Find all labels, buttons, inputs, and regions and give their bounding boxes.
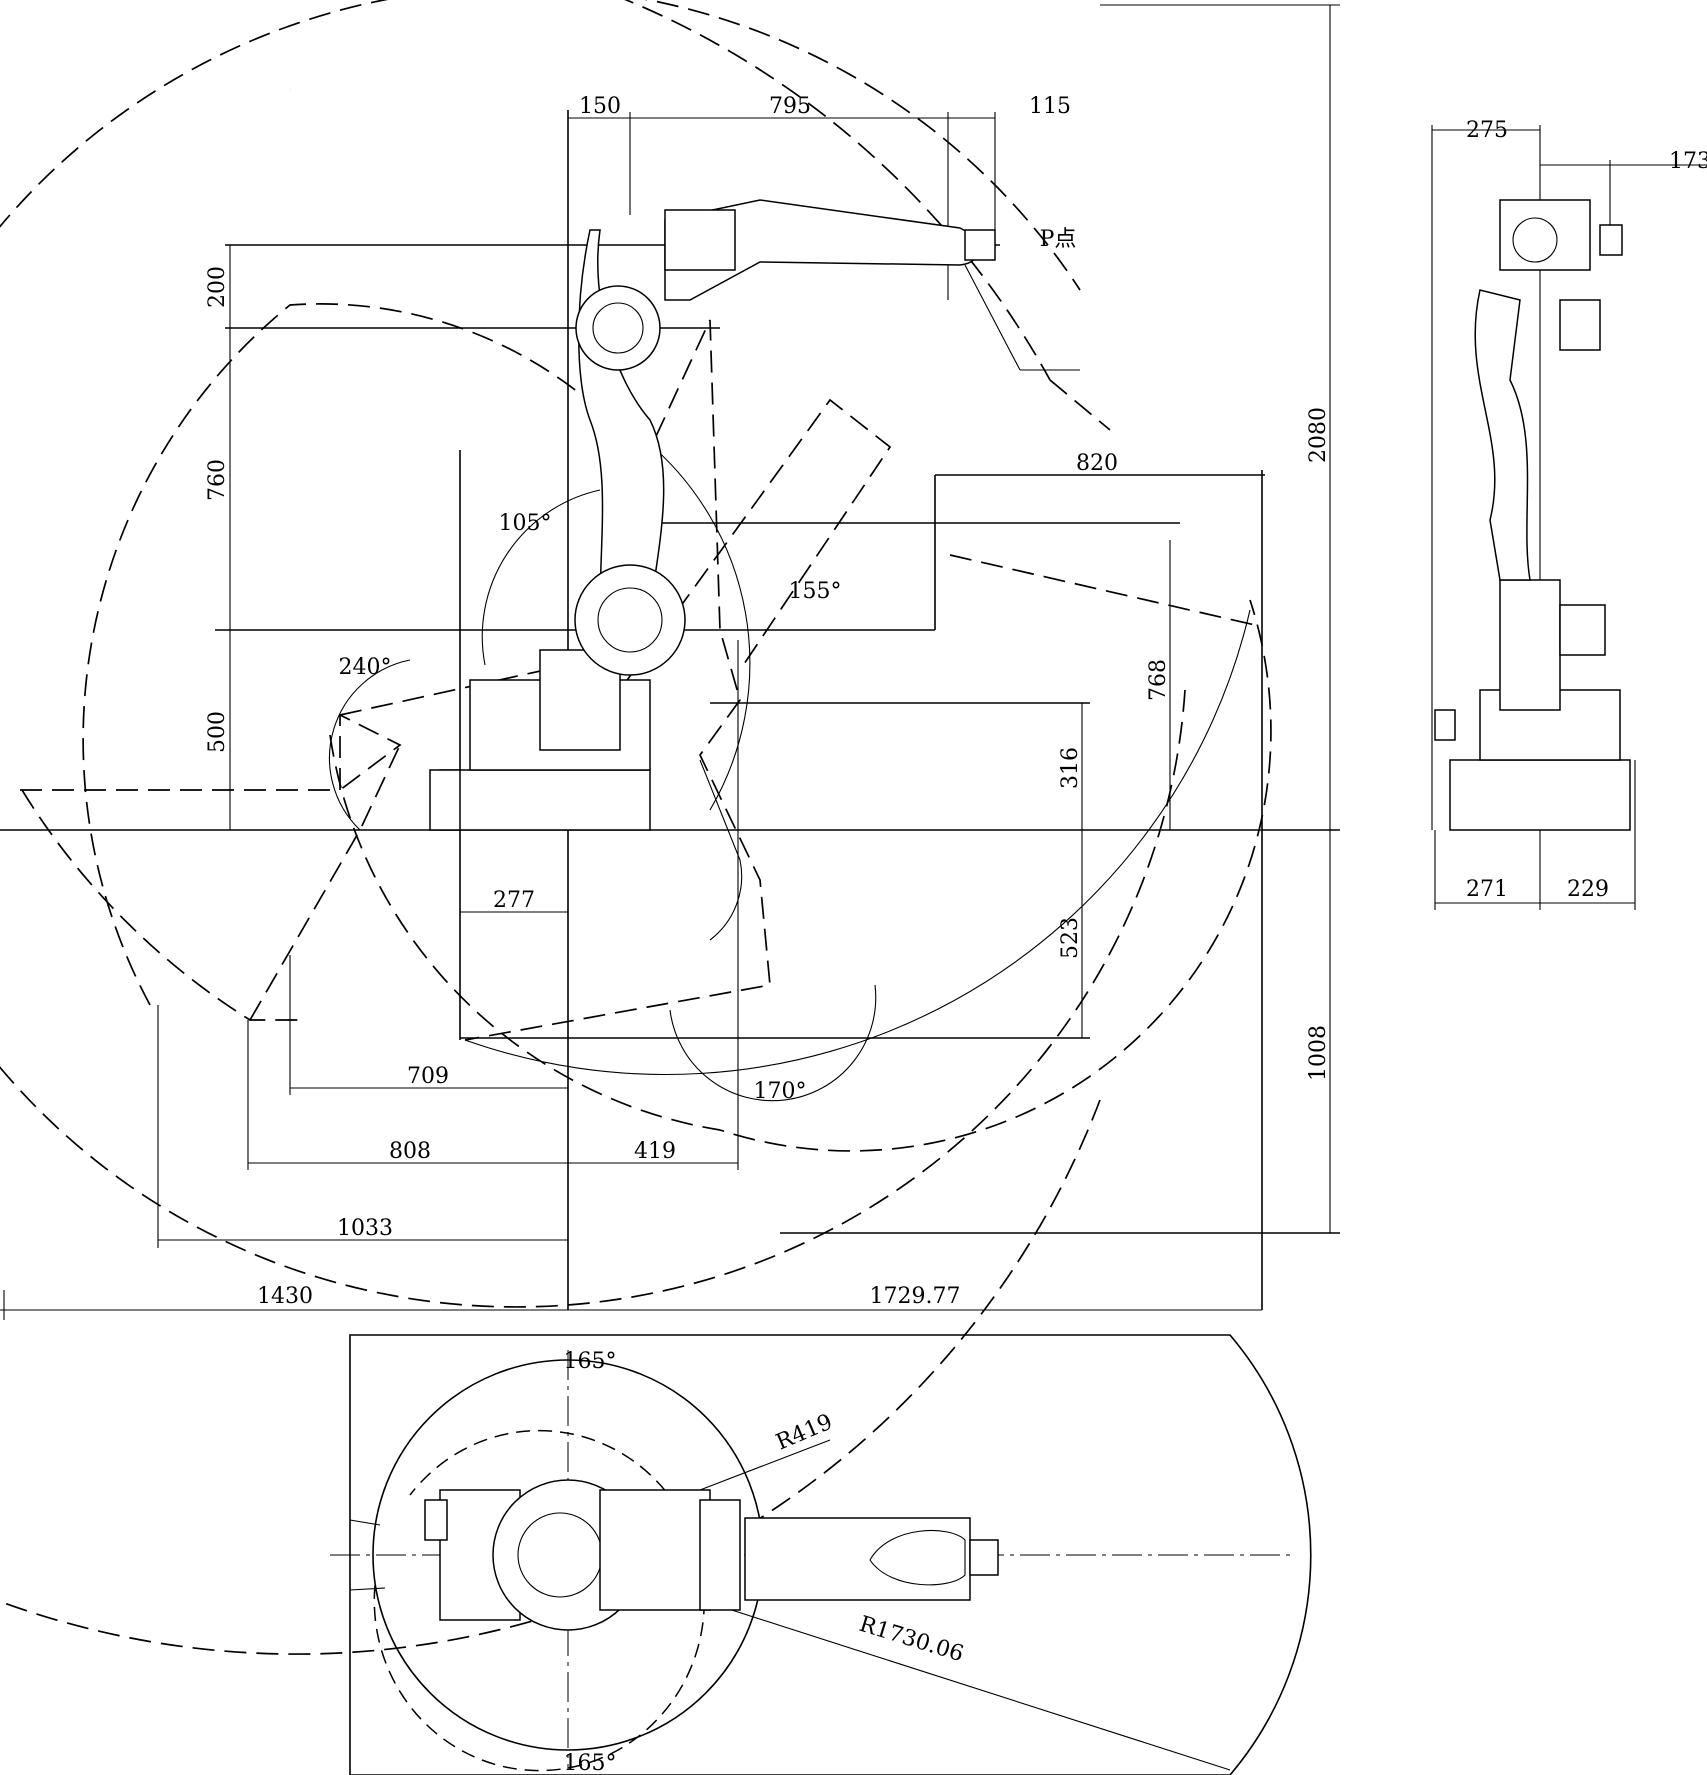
base-plate xyxy=(439,769,651,831)
reverse-envelope xyxy=(249,669,546,1021)
end-wrist xyxy=(1499,199,1591,271)
lower-sweep-arc xyxy=(464,609,1251,1076)
inner-dashed-boundary xyxy=(82,303,631,1006)
dim-760: 760 xyxy=(205,459,230,501)
outer-envelope-arc xyxy=(0,0,1186,1308)
bottom-horizontal-dimensions: 277 709 808 419 1033 1430 1729.77 xyxy=(0,640,1262,1320)
j3-joint xyxy=(575,285,661,371)
j2-forward-arc xyxy=(644,439,751,811)
dim-500: 500 xyxy=(205,711,230,753)
dim-229: 229 xyxy=(1567,877,1609,902)
dim-1008: 1008 xyxy=(1306,1025,1331,1081)
j5-arc xyxy=(669,984,877,1102)
dim-2080: 2080 xyxy=(1306,407,1331,463)
r419-leader xyxy=(699,1439,831,1491)
dim-200: 200 xyxy=(205,266,230,308)
dim-115: 115 xyxy=(1029,94,1071,119)
end-arm xyxy=(1474,289,1531,581)
lower-arc-envelope xyxy=(329,599,1272,1152)
robot-top-silhouette xyxy=(424,1479,999,1631)
lower-envelope xyxy=(20,713,402,1021)
top-j1-range-arc xyxy=(373,1429,706,1772)
dim-523: 523 xyxy=(1058,917,1083,959)
base-connector xyxy=(429,769,461,831)
angle-170: 170° xyxy=(754,1079,807,1104)
end-view: 275 173 271 229 xyxy=(1431,118,1707,910)
dim-1430: 1430 xyxy=(257,1284,313,1309)
end-connector xyxy=(1434,709,1456,741)
angle-105: 105° xyxy=(499,511,552,536)
dim-1033: 1033 xyxy=(337,1216,393,1241)
dim-768: 768 xyxy=(1146,659,1171,701)
right-envelope xyxy=(949,554,1256,626)
top-view-frame xyxy=(349,1334,1312,1775)
robot-side-silhouette xyxy=(429,199,996,831)
r1730-leader xyxy=(684,1594,1231,1771)
j2-arc xyxy=(481,489,601,666)
dim-1729-77: 1729.77 xyxy=(870,1284,961,1309)
wrist-arc xyxy=(699,759,743,941)
dim-271: 271 xyxy=(1466,877,1508,902)
dim-173: 173 xyxy=(1669,149,1707,174)
dim-316: 316 xyxy=(1058,747,1083,789)
side-view: 150 795 115 200 760 500 2080 768 316 523… xyxy=(0,0,1340,1655)
top-r419-label: R419 xyxy=(773,1410,837,1456)
dim-808: 808 xyxy=(389,1139,431,1164)
j2-joint xyxy=(574,564,686,676)
end-j2-housing xyxy=(1499,579,1561,711)
p-point-label: P点 xyxy=(1040,227,1077,252)
end-j3-motor xyxy=(1559,299,1601,351)
dim-150: 150 xyxy=(579,94,621,119)
angle-240: 240° xyxy=(339,655,392,680)
dim-795: 795 xyxy=(769,94,811,119)
end-base xyxy=(1449,759,1631,831)
end-flange xyxy=(1599,224,1623,256)
top-angle-165-top: 165° xyxy=(564,1349,617,1374)
top-j2-motor xyxy=(599,1489,711,1611)
top-flange xyxy=(969,1539,999,1576)
top-connector xyxy=(424,1499,448,1541)
dim-277: 277 xyxy=(493,888,535,913)
j4-motor xyxy=(664,209,736,271)
dim-820: 820 xyxy=(1076,451,1118,476)
right-vertical-dimensions: 2080 768 316 523 1008 820 P点 xyxy=(964,4,1340,1233)
end-j2-motor xyxy=(1559,604,1606,656)
top-view: 165° 165° R419 R1730.06 xyxy=(330,1334,1312,1775)
left-height-dimensions: 200 760 500 xyxy=(205,245,231,830)
j3-arc xyxy=(328,659,411,831)
angle-155: 155° xyxy=(789,579,842,604)
top-upper-arm xyxy=(744,1517,971,1601)
top-j3-joint xyxy=(699,1499,741,1611)
dim-275: 275 xyxy=(1466,118,1508,143)
robot-end-silhouette xyxy=(1434,199,1631,831)
dim-709: 709 xyxy=(407,1064,449,1089)
top-r1730-label: R1730.06 xyxy=(856,1612,966,1667)
top-dimensions: 150 795 115 xyxy=(568,94,1071,300)
dim-419: 419 xyxy=(634,1139,676,1164)
forward-envelope xyxy=(464,319,771,1041)
flange xyxy=(964,229,996,261)
max-reach-envelope xyxy=(0,0,1111,1655)
top-limit-lines xyxy=(349,1519,386,1591)
top-angle-165-bottom: 165° xyxy=(564,1751,617,1775)
